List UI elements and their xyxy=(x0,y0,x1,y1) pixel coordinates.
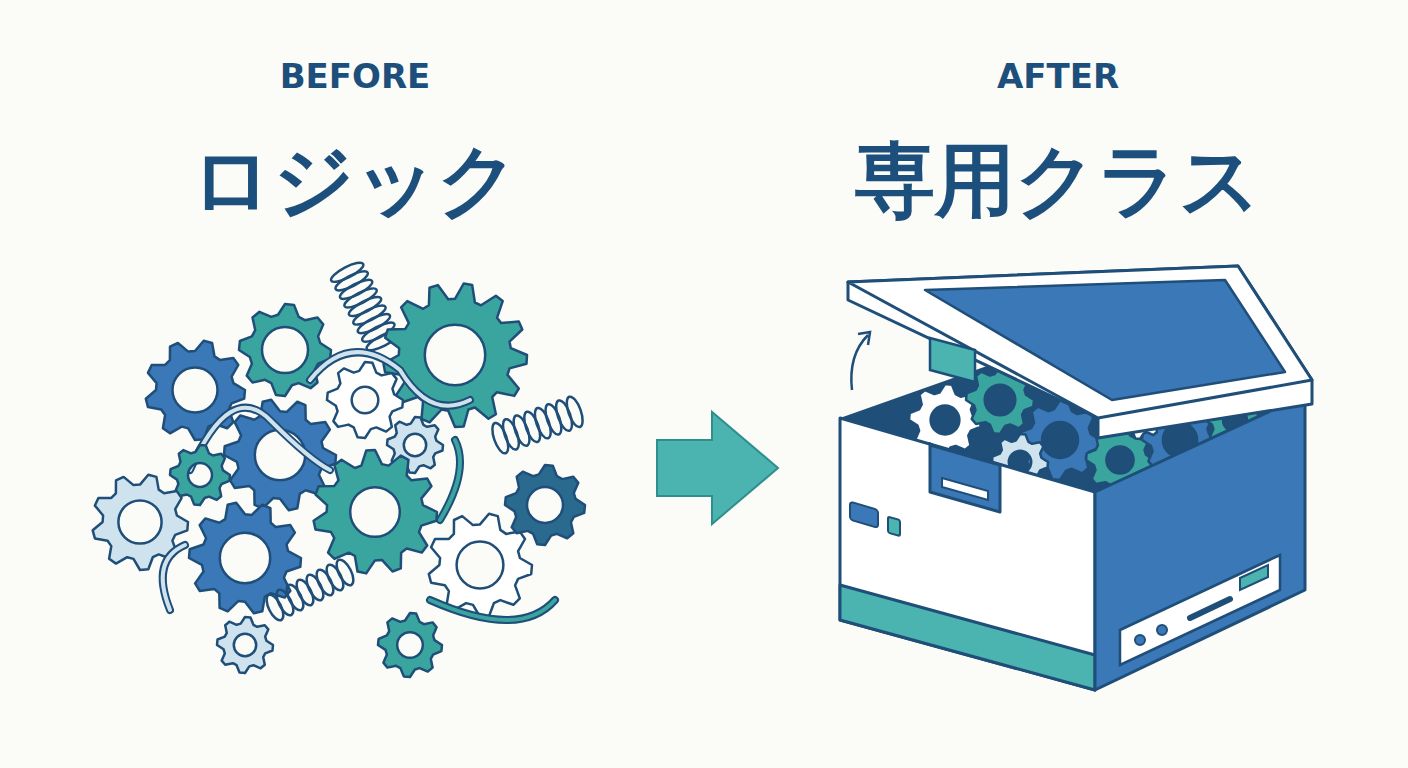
tangled-gears xyxy=(93,259,586,677)
gear xyxy=(189,503,301,614)
stage-heading: ロジック xyxy=(191,128,519,236)
box-front-strip xyxy=(840,585,1095,690)
stage-heading: 専用クラス xyxy=(855,128,1261,236)
box-vent xyxy=(1240,565,1268,590)
gear xyxy=(239,304,331,396)
box-knob xyxy=(1135,635,1145,645)
gear xyxy=(314,450,437,573)
transition-arrow xyxy=(657,412,778,524)
gear xyxy=(217,617,273,673)
box-port xyxy=(850,502,878,528)
stage-label: AFTER xyxy=(997,56,1119,96)
wire xyxy=(440,440,460,520)
wire xyxy=(430,600,555,620)
wire xyxy=(310,352,470,405)
spring xyxy=(263,557,357,623)
wire xyxy=(430,600,555,620)
wire xyxy=(440,440,460,520)
lid-top xyxy=(848,266,1312,418)
box-knob xyxy=(1157,625,1167,635)
box-handle-slot xyxy=(942,478,988,500)
box-port xyxy=(888,517,900,536)
class-box xyxy=(840,266,1312,690)
wire xyxy=(310,352,470,405)
gear xyxy=(378,613,442,677)
gear xyxy=(327,362,403,438)
open-arrow-head xyxy=(858,332,870,345)
box-slot xyxy=(1190,599,1230,618)
lid-tab xyxy=(930,338,975,382)
open-arrow xyxy=(851,335,868,390)
stage-label: BEFORE xyxy=(280,56,431,96)
box-panel xyxy=(1120,555,1280,665)
box-front xyxy=(840,418,1095,690)
gear xyxy=(146,341,245,440)
box-right xyxy=(1095,395,1305,690)
box-handle xyxy=(930,445,1000,512)
gear xyxy=(505,465,585,545)
spring xyxy=(489,395,586,456)
lid-panel xyxy=(925,280,1285,400)
wire xyxy=(163,545,185,610)
wire xyxy=(163,545,185,610)
lid-edge xyxy=(848,266,1312,438)
